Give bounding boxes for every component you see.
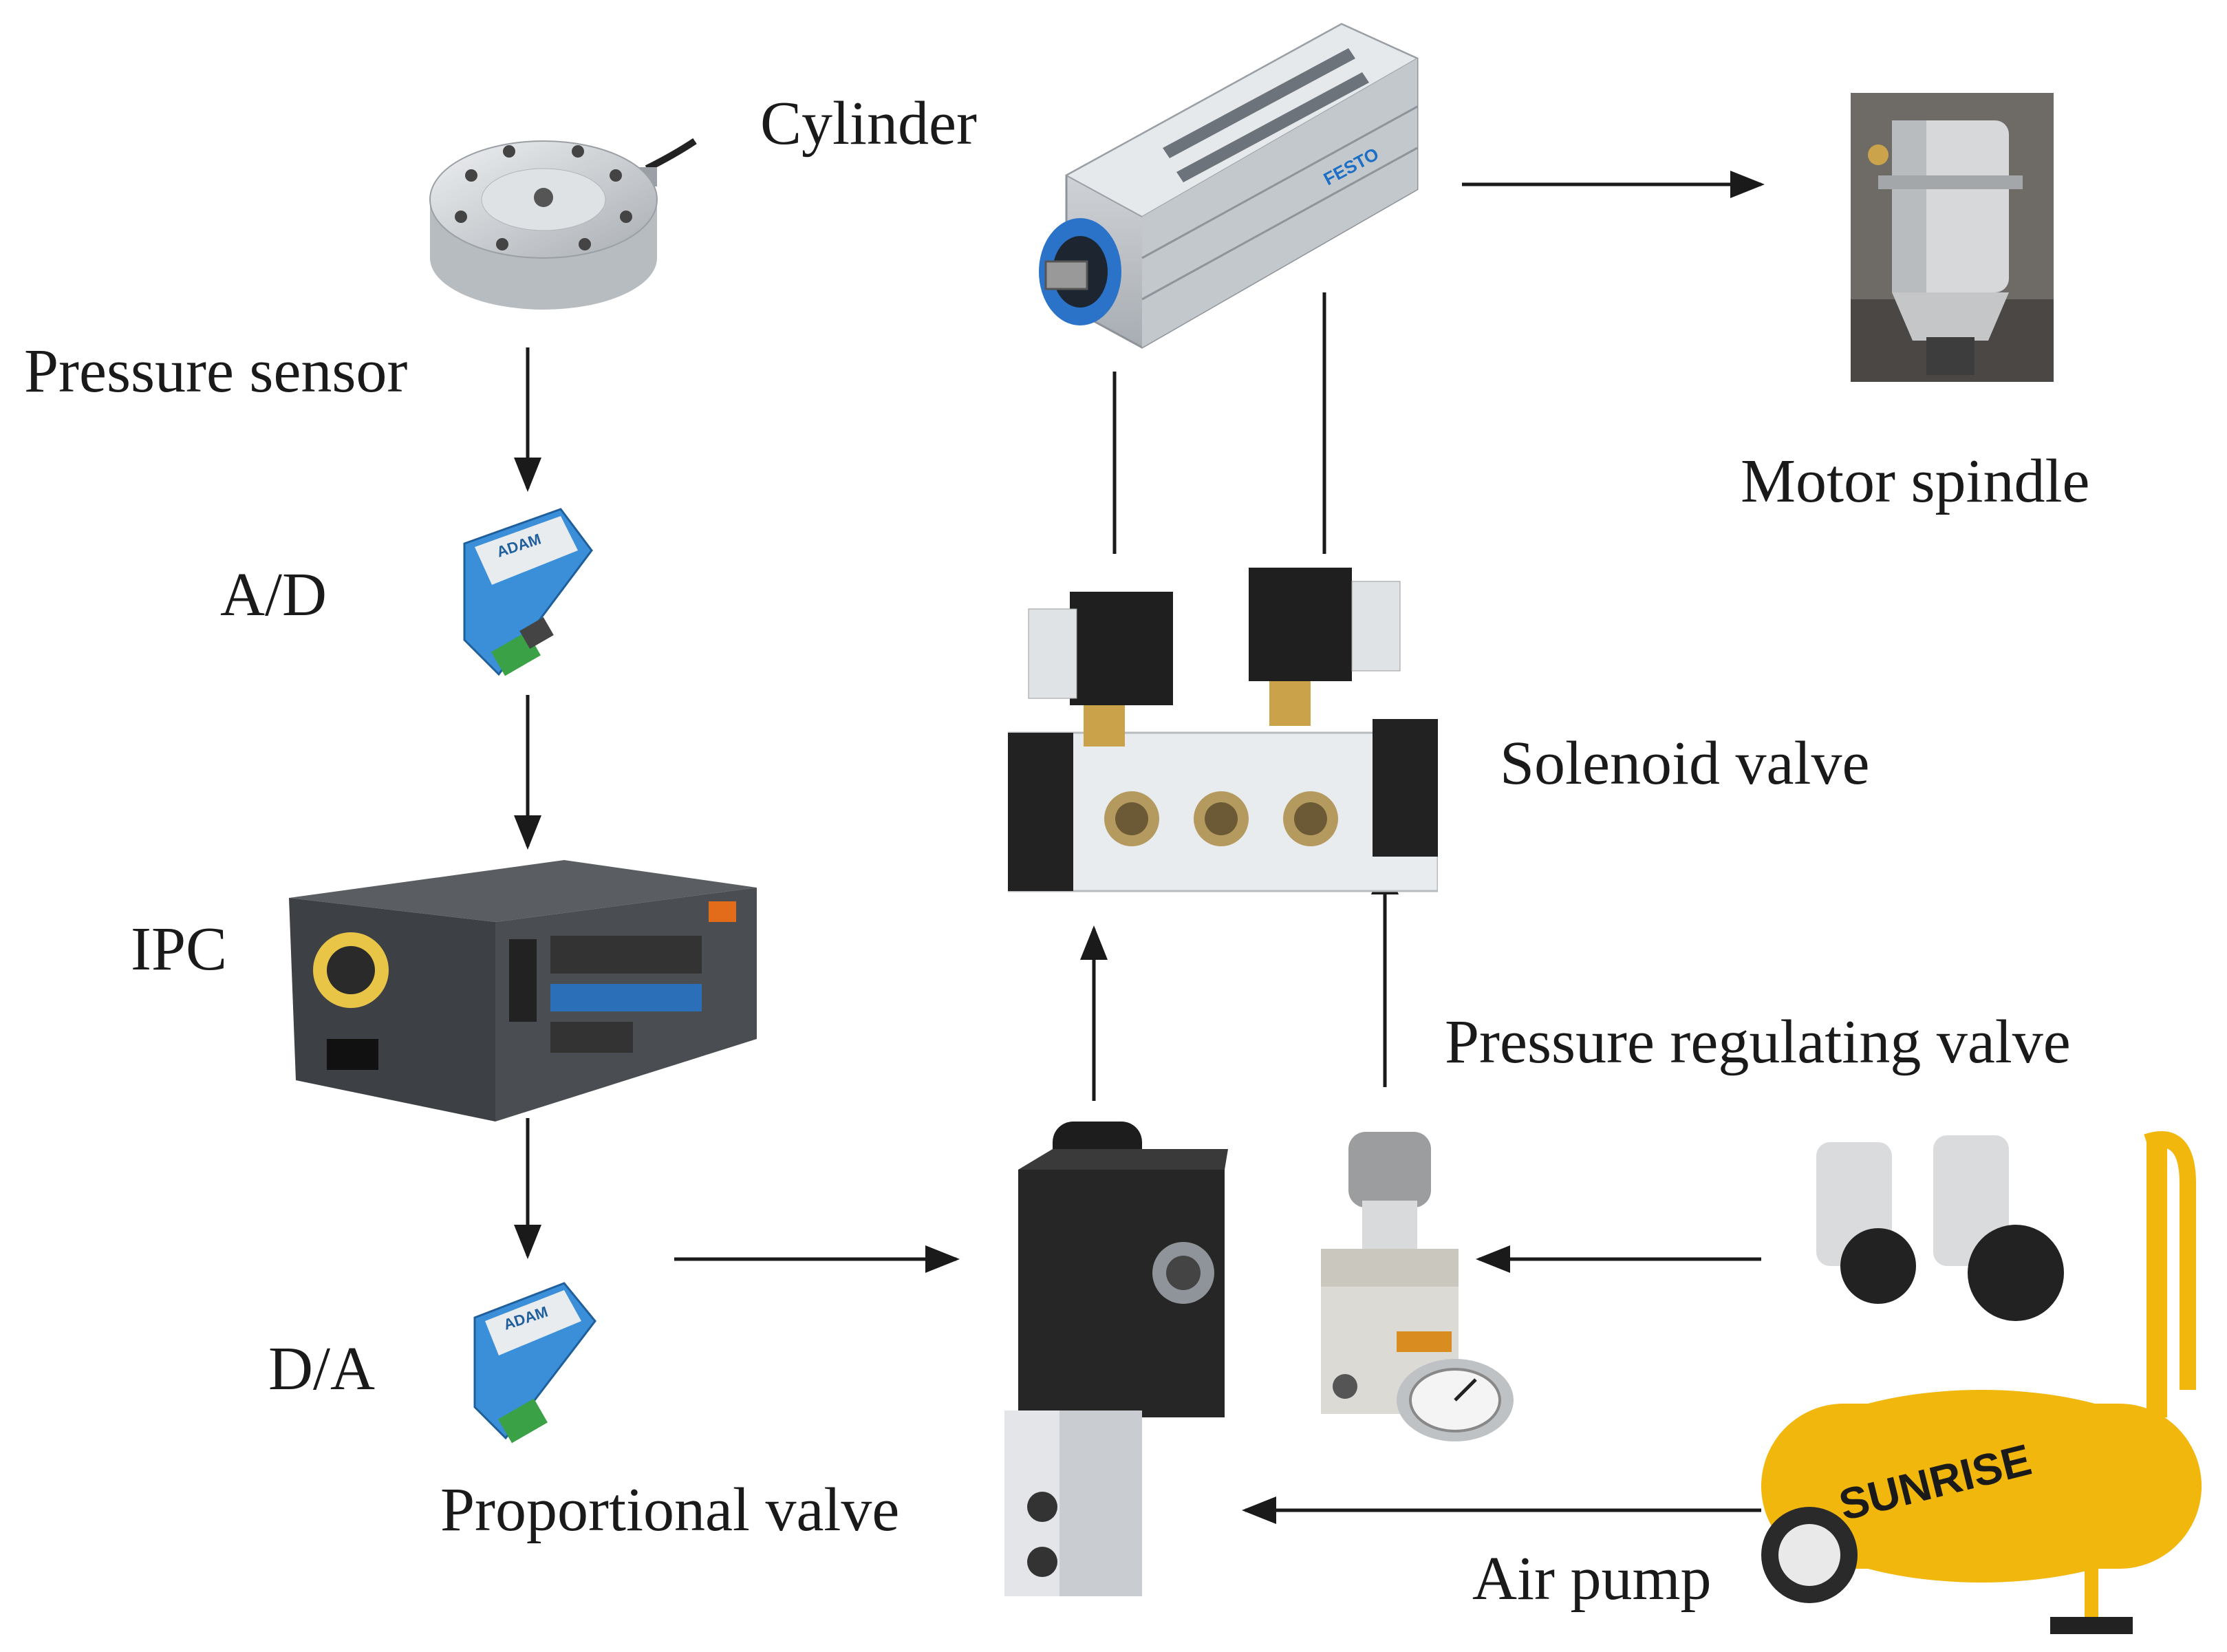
label-cylinder: Cylinder	[760, 89, 977, 158]
ipc-icon	[289, 860, 757, 1122]
regulator-icon	[1314, 1132, 1520, 1445]
motor-spindle-icon	[1851, 93, 2054, 382]
label-da: D/A	[268, 1335, 375, 1403]
label-ipc: IPC	[131, 915, 228, 983]
label-proportional-valve: Proportional valve	[440, 1476, 900, 1544]
dac-module-icon: ADAM	[468, 1276, 602, 1445]
pressure-sensor-icon	[420, 114, 702, 334]
cylinder-icon: FESTO	[1025, 17, 1424, 361]
air-compressor-icon: SUNRISE	[1761, 1128, 2208, 1641]
proportional-valve-icon	[991, 1122, 1228, 1603]
adc-module-icon: ADAM	[458, 502, 599, 681]
solenoid-valve-icon	[1008, 561, 1438, 905]
label-air-pump: Air pump	[1472, 1545, 1712, 1613]
label-pressure-sensor: Pressure sensor	[24, 337, 408, 405]
label-ad: A/D	[220, 561, 327, 629]
label-pressure-regulating-valve: Pressure regulating valve	[1445, 1008, 2071, 1076]
label-solenoid-valve: Solenoid valve	[1500, 729, 1870, 797]
label-motor-spindle: Motor spindle	[1741, 447, 2090, 515]
